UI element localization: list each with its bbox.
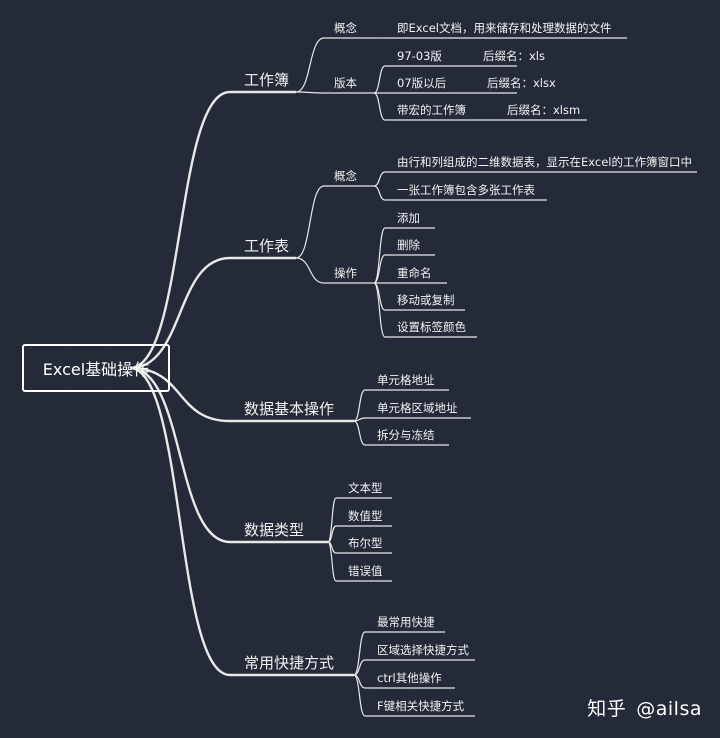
leaf-2-2-2[interactable]: 删除 (397, 238, 420, 252)
branch-1-node-1[interactable]: 概念 (334, 21, 357, 35)
branch-3[interactable]: 数据基本操作 (244, 400, 335, 418)
leaf-connector-4-4 (327, 541, 337, 582)
watermark-site: 知乎 (587, 698, 627, 720)
leaf-4-4[interactable]: 错误值 (348, 564, 383, 578)
leaf-connector-2-2-5 (373, 282, 386, 338)
watermark: 知乎 @ailsa (587, 694, 702, 721)
leaf-connector-2-2-2 (373, 254, 386, 284)
leaf-connector-3-1 (353, 389, 366, 422)
leaf-connector-1-2-1 (373, 65, 386, 94)
leaf-2-2-5[interactable]: 设置标签颜色 (397, 320, 466, 334)
leaf-4-2[interactable]: 数值型 (348, 509, 383, 523)
leaf-3-1[interactable]: 单元格地址 (377, 373, 435, 387)
leaf-1-2-1[interactable]: 97-03版 (397, 49, 442, 63)
leaf-connector-2-1-1 (373, 171, 386, 187)
watermark-handle: @ailsa (636, 698, 702, 720)
branch-connector-4 (129, 366, 231, 544)
leaf-2-2-1[interactable]: 添加 (397, 211, 420, 225)
sub-connector-2-2 (295, 257, 325, 284)
leaf-5-2[interactable]: 区域选择快捷方式 (377, 643, 469, 657)
branch-1-node-2[interactable]: 版本 (334, 76, 357, 90)
branch-4[interactable]: 数据类型 (244, 521, 305, 539)
leaf-1-2-3[interactable]: 带宏的工作簿 (397, 103, 466, 117)
leaf-suffix-1-2-2[interactable]: 后缀名：xlsx (487, 76, 556, 90)
sub-connector-2-1 (295, 185, 325, 259)
leaf-connector-3-3 (353, 420, 366, 446)
branch-1[interactable]: 工作簿 (244, 71, 290, 89)
leaf-1-2-2[interactable]: 07版以后 (397, 76, 447, 90)
leaf-connector-5-1 (353, 631, 366, 676)
leaf-connector-1-2-3 (373, 92, 386, 121)
leaf-2-1-1[interactable]: 由行和列组成的二维数据表，显示在Excel的工作簿窗口中 (397, 155, 692, 169)
leaf-2-1-2[interactable]: 一张工作簿包含多张工作表 (397, 183, 535, 197)
leaf-2-2-3[interactable]: 重命名 (397, 266, 432, 280)
leaf-suffix-1-2-3[interactable]: 后缀名：xlsm (507, 103, 581, 117)
root-node-label: Excel基础操作 (42, 360, 150, 379)
branch-connector-2 (129, 256, 231, 370)
leaf-connector-5-2 (353, 659, 366, 676)
leaf-5-4[interactable]: F键相关快捷方式 (377, 699, 465, 713)
leaf-3-2[interactable]: 单元格区域地址 (377, 401, 458, 415)
branch-connector-3 (129, 366, 231, 423)
leaf-connector-4-2 (327, 525, 337, 543)
leaf-4-1[interactable]: 文本型 (348, 481, 383, 495)
branch-2-node-1[interactable]: 概念 (334, 169, 357, 183)
leaf-connector-2-1-2 (373, 185, 386, 201)
leaf-connector-4-1 (327, 497, 337, 543)
leaf-connector-5-4 (353, 674, 366, 717)
branch-connector-1 (129, 90, 231, 370)
leaf-5-1[interactable]: 最常用快捷 (377, 615, 435, 629)
leaf-suffix-1-2-1[interactable]: 后缀名：xls (483, 49, 545, 63)
branch-2[interactable]: 工作表 (244, 237, 290, 255)
leaf-1-1-1[interactable]: 即Excel文档，用来储存和处理数据的文件 (397, 21, 612, 35)
branch-5[interactable]: 常用快捷方式 (244, 654, 335, 672)
root-node[interactable]: Excel基础操作 (22, 344, 170, 392)
branch-connector-5 (129, 366, 231, 677)
leaf-3-3[interactable]: 拆分与冻结 (377, 428, 435, 442)
sub-connector-1-2 (295, 91, 325, 94)
branch-2-node-2[interactable]: 操作 (334, 266, 357, 280)
leaf-4-3[interactable]: 布尔型 (348, 536, 383, 550)
sub-connector-1-1 (295, 37, 325, 93)
leaf-2-2-4[interactable]: 移动或复制 (397, 293, 455, 307)
leaf-5-3[interactable]: ctrl其他操作 (377, 671, 442, 685)
